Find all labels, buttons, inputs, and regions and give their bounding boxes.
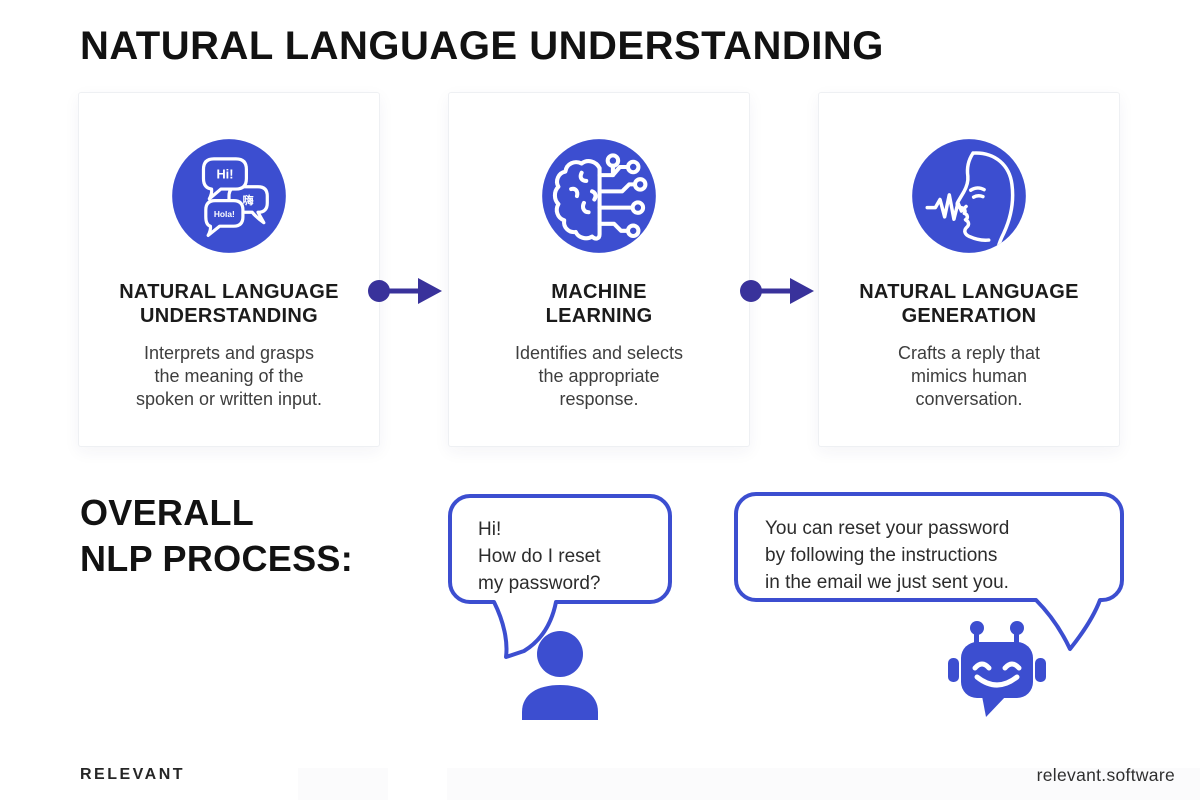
footer-background-block	[298, 768, 388, 800]
card-title: NATURAL LANGUAGE GENERATION	[859, 281, 1079, 327]
bot-speech-bubble	[734, 492, 1126, 663]
card-natural-language-generation: NATURAL LANGUAGE GENERATION Crafts a rep…	[818, 92, 1120, 447]
card-title: MACHINE LEARNING	[545, 281, 653, 327]
machine-learning-brain-icon	[541, 138, 657, 254]
card-machine-learning: MACHINE LEARNING Identifies and selects …	[448, 92, 750, 447]
user-person-icon	[512, 628, 608, 727]
card-description: Crafts a reply that mimics human convers…	[897, 343, 1041, 409]
card-description: Identifies and selects the appropriate r…	[514, 343, 684, 409]
footer-background-block	[447, 768, 1200, 800]
card-title: NATURAL LANGUAGE UNDERSTANDING	[119, 281, 339, 327]
chatbot-robot-icon	[944, 616, 1054, 729]
page-title: NATURAL LANGUAGE UNDERSTANDING	[80, 24, 884, 68]
translation-chat-bubbles-icon: Hi! 嗨 Hola!	[171, 138, 287, 254]
arrow-right-icon	[364, 273, 444, 309]
overall-nlp-heading: OVERALL NLP PROCESS:	[80, 492, 353, 579]
user-speech-bubble	[448, 494, 674, 667]
brand-logo-text: RELEVANT	[80, 766, 186, 783]
icon-bubble-hola-label: Hola!	[214, 209, 235, 219]
icon-bubble-hi-label: Hi!	[216, 167, 233, 182]
icon-bubble-chinese-label: 嗨	[243, 193, 254, 207]
website-url-text: relevant.software	[1036, 765, 1175, 785]
card-description: Interprets and grasps the meaning of the…	[135, 343, 323, 409]
speech-generation-face-icon	[911, 138, 1027, 254]
user-message-text: Hi! How do I reset my password?	[478, 519, 601, 594]
card-natural-language-understanding: Hi! 嗨 Hola! NATURAL LANGUAGE UNDERSTANDI…	[78, 92, 380, 447]
bot-message-text: You can reset your password by following…	[765, 518, 1010, 593]
arrow-right-icon	[736, 273, 816, 309]
